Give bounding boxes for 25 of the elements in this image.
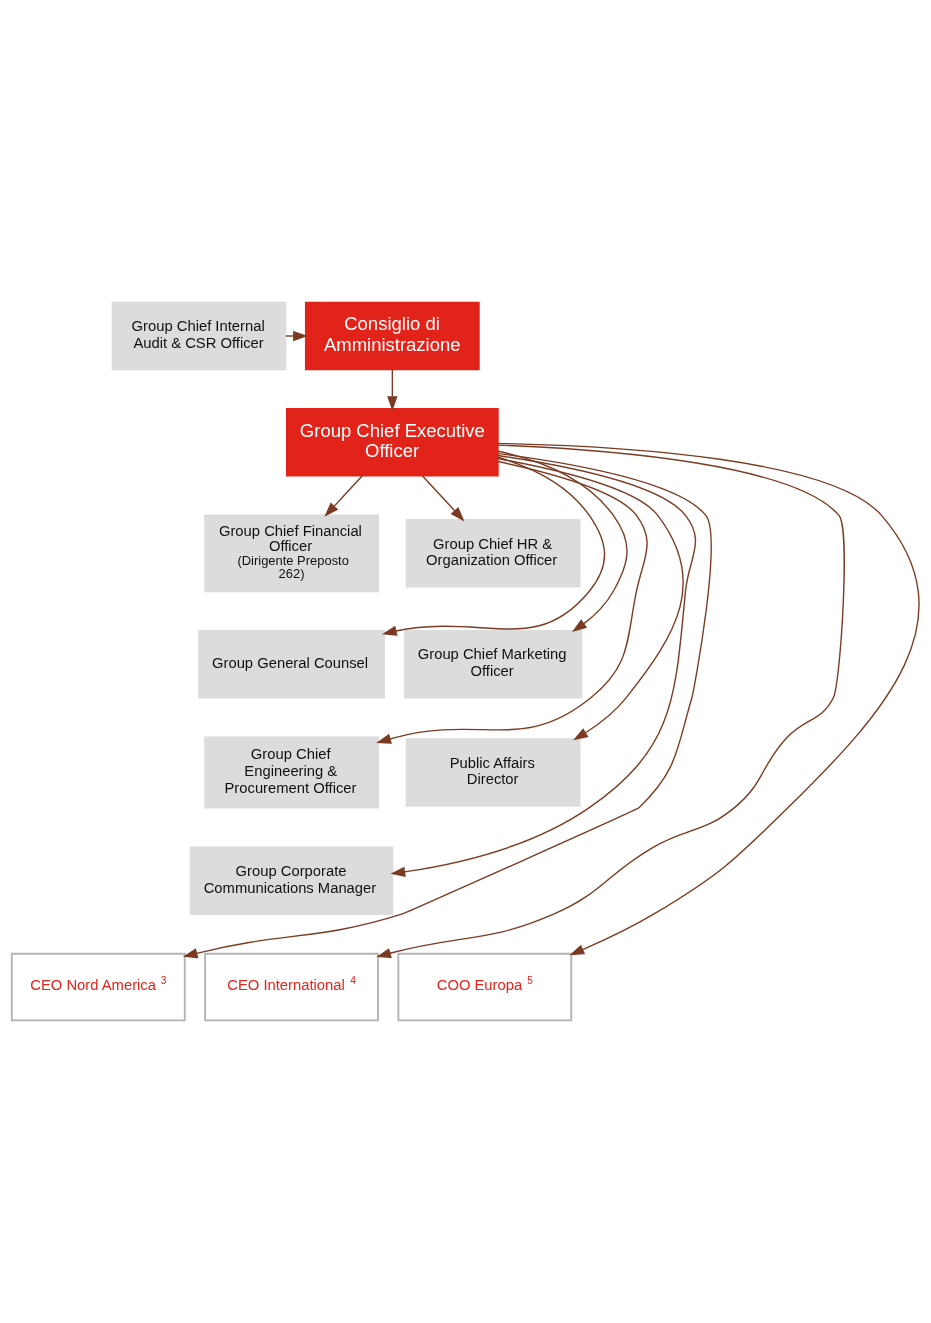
node-box: Group Chief Financial Officer (Dirigente Preposto 262): [204, 514, 379, 593]
arrow: [497, 450, 628, 632]
node-box: COO Europa $^{5}$: [397, 952, 573, 1022]
node-box: Group Chief Engineering & Procurement Officer: [204, 736, 379, 809]
node-box: Group Chief Internal Audit & CSR Officer: [111, 301, 287, 371]
node-box: Group Corporate Communications Manager: [189, 846, 394, 915]
arrow: [376, 460, 648, 744]
arrow: [381, 456, 606, 636]
node-box: Group General Counsel: [198, 630, 385, 699]
arrow: [497, 442, 920, 956]
arrow: [497, 457, 684, 741]
node-box: CEO International $^{4}$: [204, 952, 379, 1022]
arrow: [387, 368, 398, 412]
node-box: CEO Nord America $^{3}$: [10, 952, 186, 1022]
arrow: [182, 452, 712, 959]
node-box: Group Chief Executive Officer: [286, 408, 499, 477]
node-box: Consiglio di Amministrazione: [304, 301, 480, 371]
arrow: [421, 475, 465, 522]
arrow: [285, 330, 308, 342]
arrow: [324, 475, 364, 517]
arrow: [390, 454, 697, 877]
arrow: [376, 444, 845, 959]
node-box: Group Chief Marketing Officer: [403, 630, 583, 699]
node-box: Group Chief HR & Organization Officer: [405, 519, 581, 588]
node-box: Public Affairs Director: [405, 738, 581, 807]
